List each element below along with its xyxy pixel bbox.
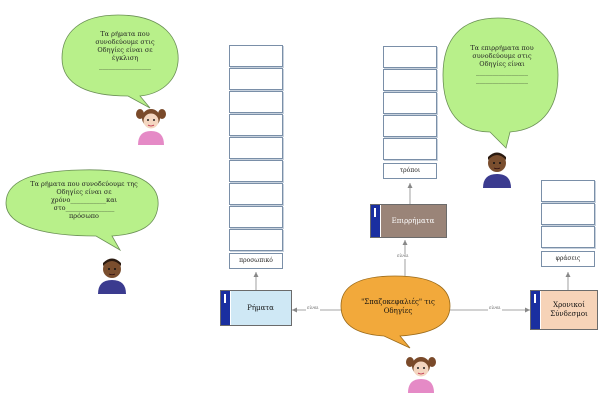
bubble-top-left [61,14,179,109]
conjunctions-column-label: φράσεις [541,251,595,267]
bubble-mid-left [5,169,159,252]
note-tag-icon [371,205,381,237]
girl-avatar-icon [136,109,166,145]
link-label-up: είναι [396,254,410,259]
answer-cell[interactable] [229,229,283,251]
answer-cell[interactable] [229,68,283,90]
note-tag-icon [531,291,541,329]
note-tag-icon [221,291,231,325]
center-bubble-shape [340,275,451,349]
arrow-up-icon [407,183,413,188]
link-label-left: είναι [306,306,320,311]
girl-avatar-icon [406,357,436,393]
answer-cell[interactable] [383,138,437,160]
boy-avatar-icon [483,152,511,188]
answer-cell[interactable] [541,226,595,248]
arrow-left-icon [292,307,297,313]
answer-cell[interactable] [383,92,437,114]
adverbs-concept[interactable]: Επιρρήματα [370,204,447,238]
bubble-top-right-text: Τα επιρρήματα που συνοδεύουμε στις Οδηγί… [470,44,534,84]
answer-cell[interactable] [541,180,595,202]
bubble-top-left-text: Τα ρήματα που συνοδεύουμε στις Οδηγίες ε… [95,30,155,70]
conjunctions-concept[interactable]: Χρονικοί Σύνδεσμοι [530,290,598,330]
answer-cell[interactable] [229,160,283,182]
conjunctions-answer-column [541,180,595,249]
answer-cell[interactable] [229,137,283,159]
arrow-right-icon [525,307,530,313]
verbs-concept-label: Ρήματα [247,303,274,312]
answer-cell[interactable] [229,45,283,67]
bubble-top-right [442,17,559,149]
link-label-right: είναι [488,306,502,311]
adverbs-concept-label: Επιρρήματα [391,216,435,225]
answer-cell[interactable] [229,114,283,136]
adverbs-answer-column [383,46,437,161]
bubble-mid-left-text: Τα ρήματα που συνοδεύουμε της Οδηγίες εί… [30,180,138,220]
arrow-up-icon [402,240,408,245]
verbs-column-label: προσωπικό [229,253,283,269]
answer-cell[interactable] [383,115,437,137]
arrow-up-icon [565,272,571,277]
verbs-concept[interactable]: Ρήματα [220,290,292,326]
center-concept-label: "Σπαζοκεφαλιές" τις Οδηγίες [361,298,435,315]
answer-cell[interactable] [229,91,283,113]
answer-cell[interactable] [383,46,437,68]
answer-cell[interactable] [229,183,283,205]
answer-cell[interactable] [383,69,437,91]
center-concept[interactable]: "Σπαζοκεφαλιές" τις Οδηγίες [352,288,444,326]
adverbs-column-label: τρόποι [383,163,437,179]
boy-avatar-icon [98,258,126,294]
arrow-up-icon [253,272,259,277]
verbs-answer-column [229,45,283,252]
answer-cell[interactable] [541,203,595,225]
conjunctions-concept-label: Χρονικοί Σύνδεσμοι [550,301,588,318]
answer-cell[interactable] [229,206,283,228]
